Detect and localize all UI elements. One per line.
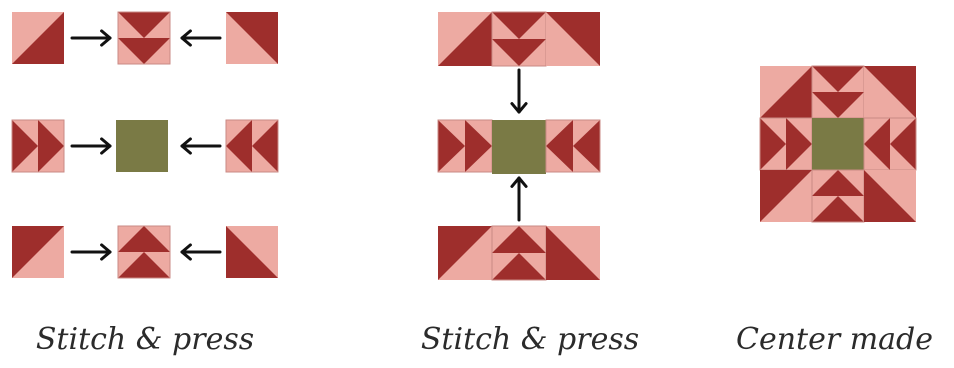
p3-center-block xyxy=(759,65,917,223)
p2-arrow-down xyxy=(510,68,528,114)
p1-bottom-right-hst xyxy=(226,226,278,278)
p1-bottom-left-hst xyxy=(12,226,64,278)
p2-middle-row xyxy=(437,119,601,174)
p1-top-right-hst xyxy=(226,12,278,64)
p1-arrow-row2-left xyxy=(180,137,222,155)
p2-bottom-row xyxy=(438,225,600,281)
p2-arrow-up xyxy=(510,176,528,222)
caption-step2: Stitch & press xyxy=(420,322,640,357)
p1-center-square xyxy=(116,120,168,172)
p1-bottom-geese xyxy=(117,225,171,279)
p1-top-left-hst xyxy=(12,12,64,64)
caption-step1: Stitch & press xyxy=(35,322,255,357)
p1-arrow-row1-right xyxy=(70,29,112,47)
p1-mid-right-geese xyxy=(225,119,279,173)
p1-arrow-row3-right xyxy=(70,243,112,261)
caption-step3: Center made xyxy=(735,322,933,357)
p1-arrow-row1-left xyxy=(180,29,222,47)
p1-mid-left-geese xyxy=(11,119,65,173)
p1-arrow-row2-right xyxy=(70,137,112,155)
p1-top-geese xyxy=(117,11,171,65)
p2-top-row xyxy=(438,11,600,67)
p1-arrow-row3-left xyxy=(180,243,222,261)
